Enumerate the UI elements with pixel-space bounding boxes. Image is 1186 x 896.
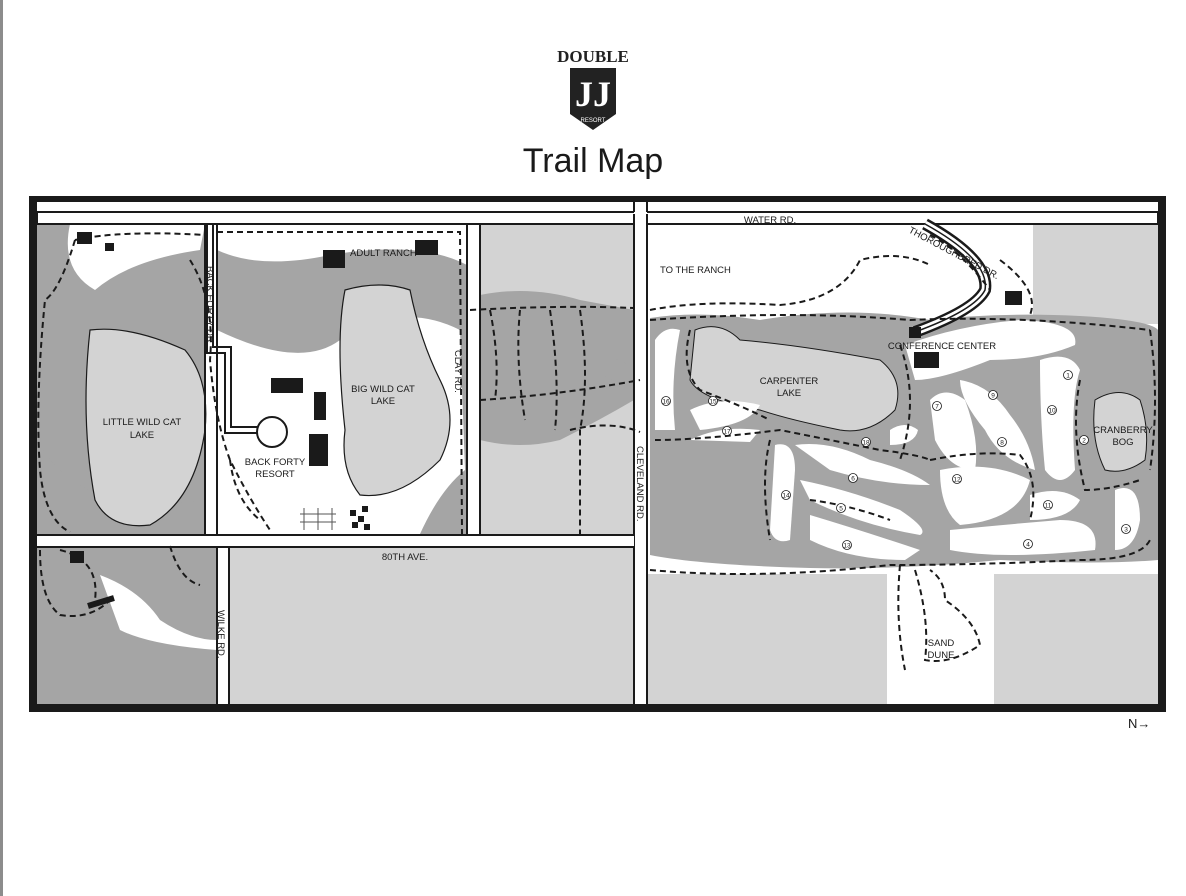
hole-number: 9: [991, 393, 995, 400]
conference-center-label: CONFERENCE CENTER: [888, 341, 996, 352]
carpenter-lake-label-2: LAKE: [777, 388, 801, 399]
big-wild-cat-lake-label-1: BIG WILD CAT: [351, 384, 415, 395]
double-jj-logo: DOUBLE JJ RESORT: [557, 47, 629, 130]
sand-dune-label-1: SAND: [928, 638, 955, 649]
hole-number: 18: [862, 440, 870, 447]
cranberry-bog-label-1: CRANBERRY: [1093, 425, 1153, 436]
hole-number: 14: [782, 493, 790, 500]
back-forty-resort-label-2: RESORT: [255, 469, 295, 480]
hole-number: 7: [935, 404, 939, 411]
hole-number: 15: [709, 399, 717, 406]
hole-number: 3: [1124, 527, 1128, 534]
north-arrow: N→: [1128, 716, 1151, 731]
hole-number: 4: [1026, 542, 1030, 549]
hole-number: 6: [851, 476, 855, 483]
big-wild-cat-lake: [339, 284, 451, 497]
water-rd-label: WATER RD.: [744, 215, 796, 226]
clay-rd-label: CLAY RD.: [452, 350, 463, 393]
hole-number: 2: [1082, 438, 1086, 445]
hole-number: 12: [953, 477, 961, 484]
to-the-ranch-label: TO THE RANCH: [660, 265, 731, 276]
hole-number: 10: [1048, 408, 1056, 415]
logo-text-bottom: RESORT: [581, 118, 606, 124]
page-edge-rule: [0, 0, 3, 896]
hole-number: 16: [662, 399, 670, 406]
hole-number: 8: [1000, 440, 1004, 447]
little-wild-cat-lake: [85, 328, 207, 527]
logo-text-top: DOUBLE: [557, 47, 629, 66]
trails: [37, 231, 1156, 690]
block-south-east2: [994, 574, 1158, 704]
block-south-middle: [229, 548, 634, 704]
hole-number: 17: [723, 429, 731, 436]
back-forty-dr-label: BACK FORTY DR.: [204, 266, 215, 345]
hole-number: 11: [1045, 503, 1052, 510]
golf-hole-markers: 1 2 3 4 5 6 7 8 9 10 11 12 13 14 15 16 1…: [661, 370, 1131, 550]
little-wild-cat-lake-label-1: LITTLE WILD CAT: [103, 417, 182, 428]
sand-dune-label-2: DUNE: [928, 650, 955, 661]
back-forty-resort-label-1: BACK FORTY: [245, 457, 306, 468]
adult-ranch-label: ADULT RANCH: [350, 248, 417, 259]
hole-number: 1: [1066, 373, 1070, 380]
cleveland-rd-label: CLEVELAND RD.: [634, 446, 645, 522]
hole-number: 5: [839, 506, 843, 513]
carpenter-lake-label-1: CARPENTER: [760, 376, 819, 387]
hole-number: 13: [843, 543, 851, 550]
roads: [36, 202, 1159, 704]
wilke-rd-label: WILKE RD.: [215, 610, 226, 659]
page-title: Trail Map: [522, 142, 664, 180]
logo-text-mid: JJ: [575, 74, 611, 114]
cranberry-bog: [1093, 392, 1148, 472]
cranberry-bog-label-2: BOG: [1112, 437, 1133, 448]
little-wild-cat-lake-label-2: LAKE: [130, 430, 154, 441]
80th-ave-label: 80TH AVE.: [382, 552, 428, 563]
block-south-east1: [647, 574, 887, 704]
big-wild-cat-lake-label-2: LAKE: [371, 396, 395, 407]
